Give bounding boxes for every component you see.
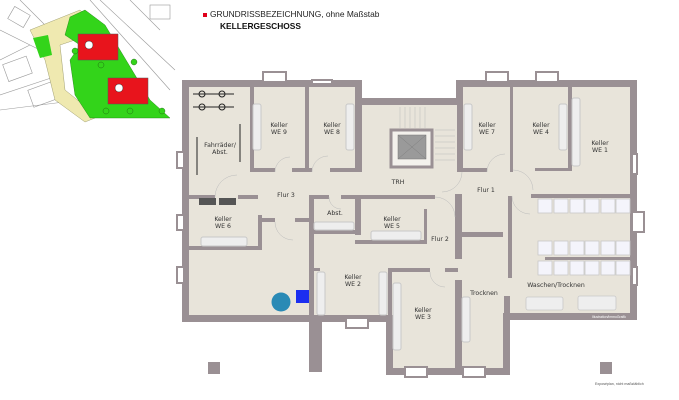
bullet-icon <box>203 12 207 17</box>
illustration-credit: Illustration/ImmoGrafik <box>592 315 626 319</box>
label-keller-we1: Keller <box>591 140 609 147</box>
shelves <box>200 97 581 351</box>
label-keller-we9: Keller <box>270 122 288 129</box>
label-waschen-trocknen: Waschen/Trocknen <box>527 282 585 289</box>
washing-machines <box>525 198 631 311</box>
label-trocknen: Trocknen <box>469 290 498 297</box>
label-fahrrad: Fahrräder/ <box>204 142 237 149</box>
site-building-b <box>107 77 149 105</box>
label-flur1: Flur 1 <box>477 187 495 194</box>
label-keller-we8: Keller <box>323 122 341 129</box>
label-keller-we2: WE 2 <box>345 281 361 288</box>
label-keller-we3: WE 3 <box>415 314 431 321</box>
footer-note: Exposéplan, nicht maßstäblich <box>595 382 644 386</box>
label-keller-we1: WE 1 <box>592 147 608 154</box>
plan-title-text: GRUNDRISSBEZEICHNUNG, ohne Maßstab <box>210 9 380 19</box>
label-keller-we6: Keller <box>214 216 232 223</box>
site-plan <box>0 0 178 125</box>
plan-title: GRUNDRISSBEZEICHNUNG, ohne Maßstab <box>203 9 379 19</box>
marker-square <box>600 362 612 374</box>
label-keller-we5: Keller <box>383 216 401 223</box>
walls <box>182 80 637 375</box>
marker-square <box>208 362 220 374</box>
storage-crates <box>199 198 236 205</box>
site-building-a <box>77 33 119 61</box>
label-trh: TRH <box>391 179 405 186</box>
label-keller-we4: Keller <box>532 122 550 129</box>
label-keller-we8: WE 8 <box>324 129 340 136</box>
label-keller-we3: Keller <box>414 307 432 314</box>
room-labels: Fahrräder/ Abst. Keller WE 9 Keller WE 8… <box>204 122 626 321</box>
label-fahrrad: Abst. <box>212 149 228 156</box>
windows <box>176 71 645 378</box>
label-keller-we6: WE 6 <box>215 223 231 230</box>
label-keller-we9: WE 9 <box>271 129 287 136</box>
label-keller-we4: WE 4 <box>533 129 549 136</box>
label-keller-we5: WE 5 <box>384 223 400 230</box>
label-flur2: Flur 2 <box>431 236 449 243</box>
label-keller-we7: Keller <box>478 122 496 129</box>
label-abst: Abst. <box>327 210 343 217</box>
label-keller-we7: WE 7 <box>479 129 495 136</box>
label-flur3: Flur 3 <box>277 192 295 199</box>
label-keller-we2: Keller <box>344 274 362 281</box>
bicycle-icons <box>193 90 241 175</box>
heating-unit-icon <box>296 290 309 303</box>
tank-icon <box>271 292 291 312</box>
floor-name: KELLERGESCHOSS <box>220 21 301 31</box>
stairwell <box>389 107 455 169</box>
